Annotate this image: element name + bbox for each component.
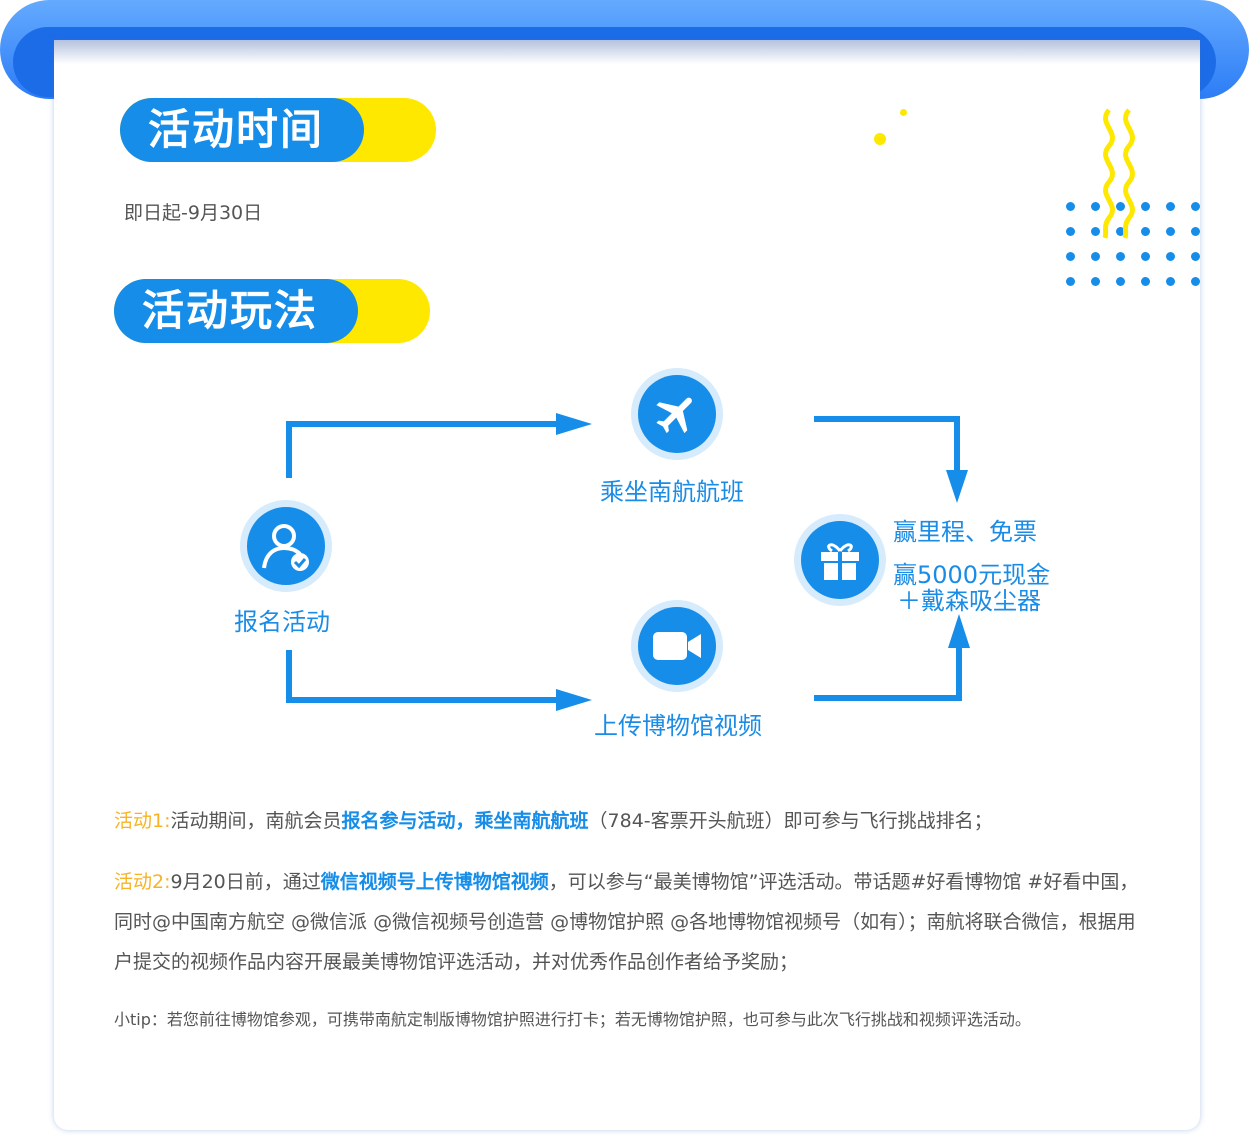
decor-dot bbox=[1141, 227, 1150, 236]
activity-2-label: 活动2: bbox=[114, 871, 171, 893]
video-camera-icon bbox=[653, 632, 701, 660]
decor-dot bbox=[1091, 252, 1100, 261]
decor-dot bbox=[1141, 277, 1150, 286]
decor-dot bbox=[1091, 277, 1100, 286]
section-time-header: 活动时间 bbox=[120, 98, 436, 162]
reward-line-2: 赢5000元现金 bbox=[893, 561, 1051, 589]
user-check-icon bbox=[262, 524, 309, 571]
decor-dot bbox=[900, 109, 907, 116]
decor-dot bbox=[1116, 202, 1125, 211]
signup-label: 报名活动 bbox=[234, 608, 330, 636]
gift-icon bbox=[821, 543, 859, 580]
highlight: 报名参与活动，乘坐南航航班 bbox=[341, 810, 589, 832]
airplane-icon bbox=[656, 397, 692, 434]
text: 活动期间，南航会员 bbox=[170, 810, 342, 832]
text: （784-客票开头航班）即可参与飞行挑战排名； bbox=[588, 810, 993, 832]
decor-dot bbox=[1091, 202, 1100, 211]
decor-dot bbox=[1191, 227, 1200, 236]
activity-date: 即日起-9月30日 bbox=[124, 202, 263, 224]
decor-wave-icon bbox=[1102, 108, 1135, 239]
decor-dot bbox=[1141, 202, 1150, 211]
decor-dot bbox=[1191, 252, 1200, 261]
upload-step-icon bbox=[631, 600, 723, 692]
flow-arrows bbox=[286, 413, 970, 711]
highlight: 微信视频号上传博物馆视频 bbox=[320, 871, 549, 893]
signup-step-icon bbox=[240, 500, 332, 592]
decor-dot bbox=[1141, 252, 1150, 261]
decor-dot bbox=[1166, 277, 1175, 286]
decor-dot bbox=[1066, 227, 1075, 236]
section-play-header: 活动玩法 bbox=[114, 279, 430, 343]
tip-text: 小tip：若您前往博物馆参观，可携带南航定制版博物馆护照进行打卡；若无博物馆护照… bbox=[114, 1010, 1031, 1029]
decor-dot bbox=[1116, 252, 1125, 261]
decor-dot bbox=[1166, 227, 1175, 236]
decor-dot bbox=[1166, 252, 1175, 261]
fly-label: 乘坐南航航班 bbox=[600, 478, 744, 506]
decor-dot bbox=[1066, 202, 1075, 211]
upload-label: 上传博物馆视频 bbox=[594, 712, 762, 740]
fly-step-icon bbox=[631, 368, 723, 460]
section-play-title: 活动玩法 bbox=[114, 279, 358, 343]
decor-dot bbox=[1191, 277, 1200, 286]
decor-dot bbox=[1091, 227, 1100, 236]
decor-dot bbox=[874, 133, 886, 145]
activity-1-text: 活动1:活动期间，南航会员报名参与活动，乘坐南航航班（784-客票开头航班）即可… bbox=[114, 801, 1154, 841]
decor-dot bbox=[1066, 277, 1075, 286]
decor-dot bbox=[1116, 227, 1125, 236]
reward-step-icon bbox=[794, 514, 886, 606]
activity-2-text: 活动2:9月20日前，通过微信视频号上传博物馆视频，可以参与“最美博物馆”评选活… bbox=[114, 862, 1154, 982]
decor-dot bbox=[1166, 202, 1175, 211]
reward-line-3: ＋戴森吸尘器 bbox=[897, 587, 1041, 615]
decor-dot bbox=[1066, 252, 1075, 261]
decor-dot bbox=[1191, 202, 1200, 211]
text: ，可以参与“最美博物馆”评选活动。带话题#好看博物馆 #好看中国，同时@中国南方… bbox=[114, 871, 1139, 973]
content-card bbox=[54, 40, 1200, 1130]
section-time-title: 活动时间 bbox=[120, 98, 364, 162]
activity-1-label: 活动1: bbox=[114, 810, 171, 832]
reward-line-1: 赢里程、免票 bbox=[893, 518, 1037, 546]
text: 9月20日前，通过 bbox=[170, 871, 321, 893]
decor-dot bbox=[1116, 277, 1125, 286]
